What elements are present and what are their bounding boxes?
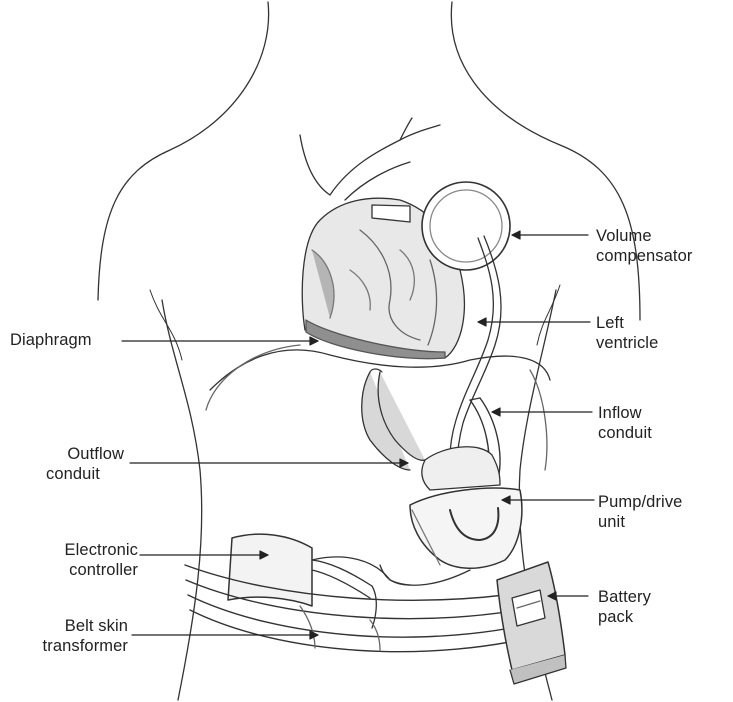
outflow-conduit-shape	[362, 369, 425, 470]
label-outflow-conduit: Outflow conduit	[24, 444, 124, 484]
label-diaphragm: Diaphragm	[10, 330, 120, 350]
label-volume-compensator: Volume compensator	[596, 226, 692, 266]
label-battery-pack: Battery pack	[598, 587, 651, 627]
battery-pack-shape	[497, 562, 566, 684]
label-left-ventricle: Left ventricle	[596, 313, 658, 353]
pump-drive-unit-shape	[410, 447, 522, 568]
label-inflow-conduit: Inflow conduit	[598, 403, 652, 443]
great-vessels	[300, 118, 440, 200]
electronic-controller-shape	[228, 534, 376, 628]
label-pump-drive-unit: Pump/drive unit	[598, 492, 682, 532]
label-belt-skin-transformer: Belt skin transformer	[20, 616, 128, 656]
label-electronic-controller: Electronic controller	[18, 540, 138, 580]
